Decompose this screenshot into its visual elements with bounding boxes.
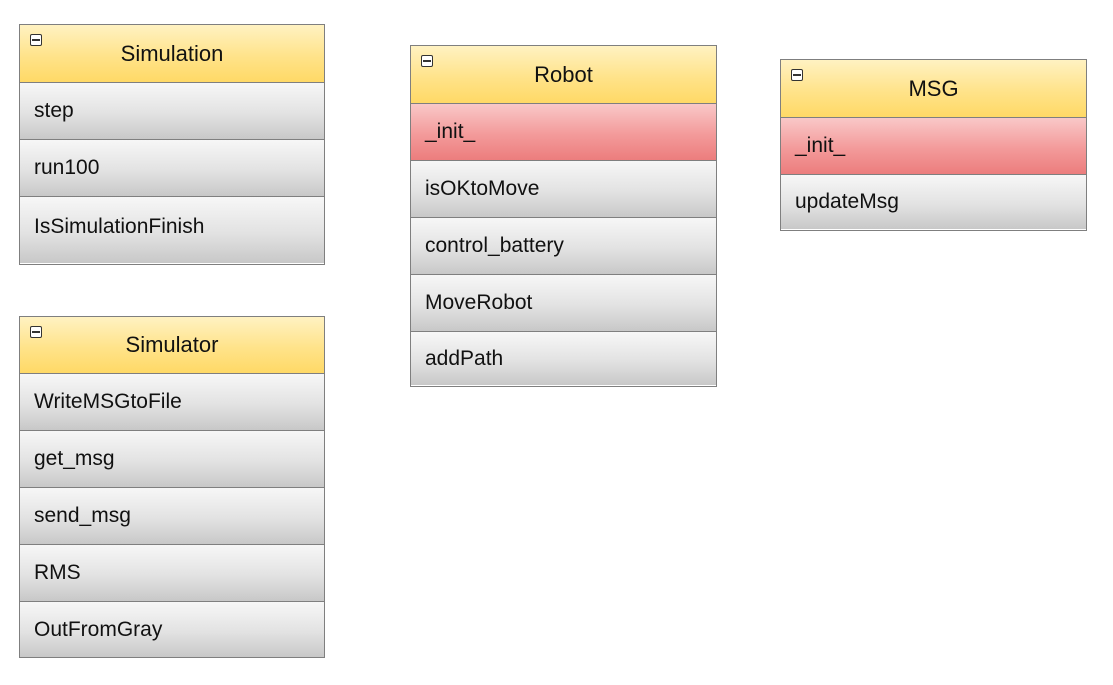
member-label: _init_ xyxy=(795,134,846,157)
member-label: updateMsg xyxy=(795,190,899,213)
member-label: RMS xyxy=(34,561,81,584)
member-label: send_msg xyxy=(34,504,131,527)
member-label: OutFromGray xyxy=(34,617,163,641)
member-rms[interactable]: RMS xyxy=(20,545,324,602)
member-init[interactable]: _init_ xyxy=(781,118,1086,175)
class-header[interactable]: Simulation xyxy=(20,25,324,83)
class-header[interactable]: Robot xyxy=(411,46,716,104)
member-label: run100 xyxy=(34,156,100,179)
member-move-robot[interactable]: MoveRobot xyxy=(411,275,716,332)
member-label: isOKtoMove xyxy=(425,177,540,200)
member-out-from-gray[interactable]: OutFromGray xyxy=(20,602,324,657)
member-init[interactable]: _init_ xyxy=(411,104,716,161)
member-is-simulation-finish[interactable]: IsSimulationFinish xyxy=(20,197,324,263)
class-simulator[interactable]: Simulator WriteMSGtoFile get_msg send_ms… xyxy=(19,316,325,658)
class-robot[interactable]: Robot _init_ isOKtoMove control_battery … xyxy=(410,45,717,387)
member-step[interactable]: step xyxy=(20,83,324,140)
class-name: Simulator xyxy=(125,332,219,357)
member-label: step xyxy=(34,99,74,122)
member-label: WriteMSGtoFile xyxy=(34,390,182,413)
class-msg[interactable]: MSG _init_ updateMsg xyxy=(780,59,1087,231)
member-add-path[interactable]: addPath xyxy=(411,332,716,385)
member-label: control_battery xyxy=(425,234,564,257)
collapse-icon[interactable] xyxy=(30,326,42,338)
member-run100[interactable]: run100 xyxy=(20,140,324,197)
member-label: get_msg xyxy=(34,447,115,470)
member-label: addPath xyxy=(425,346,504,370)
member-write-msg-to-file[interactable]: WriteMSGtoFile xyxy=(20,374,324,431)
class-simulation[interactable]: Simulation step run100 IsSimulationFinis… xyxy=(19,24,325,265)
member-get-msg[interactable]: get_msg xyxy=(20,431,324,488)
member-label: _init_ xyxy=(425,120,476,143)
class-name: Simulation xyxy=(120,40,224,66)
collapse-icon[interactable] xyxy=(421,55,433,67)
class-header[interactable]: MSG xyxy=(781,60,1086,118)
collapse-icon[interactable] xyxy=(791,69,803,81)
class-header[interactable]: Simulator xyxy=(20,317,324,374)
collapse-icon[interactable] xyxy=(30,34,42,46)
member-update-msg[interactable]: updateMsg xyxy=(781,175,1086,229)
member-is-ok-to-move[interactable]: isOKtoMove xyxy=(411,161,716,218)
class-name: Robot xyxy=(534,61,593,87)
class-name: MSG xyxy=(908,75,959,101)
member-control-battery[interactable]: control_battery xyxy=(411,218,716,275)
member-label: IsSimulationFinish xyxy=(34,215,205,238)
member-send-msg[interactable]: send_msg xyxy=(20,488,324,545)
member-label: MoveRobot xyxy=(425,291,533,314)
